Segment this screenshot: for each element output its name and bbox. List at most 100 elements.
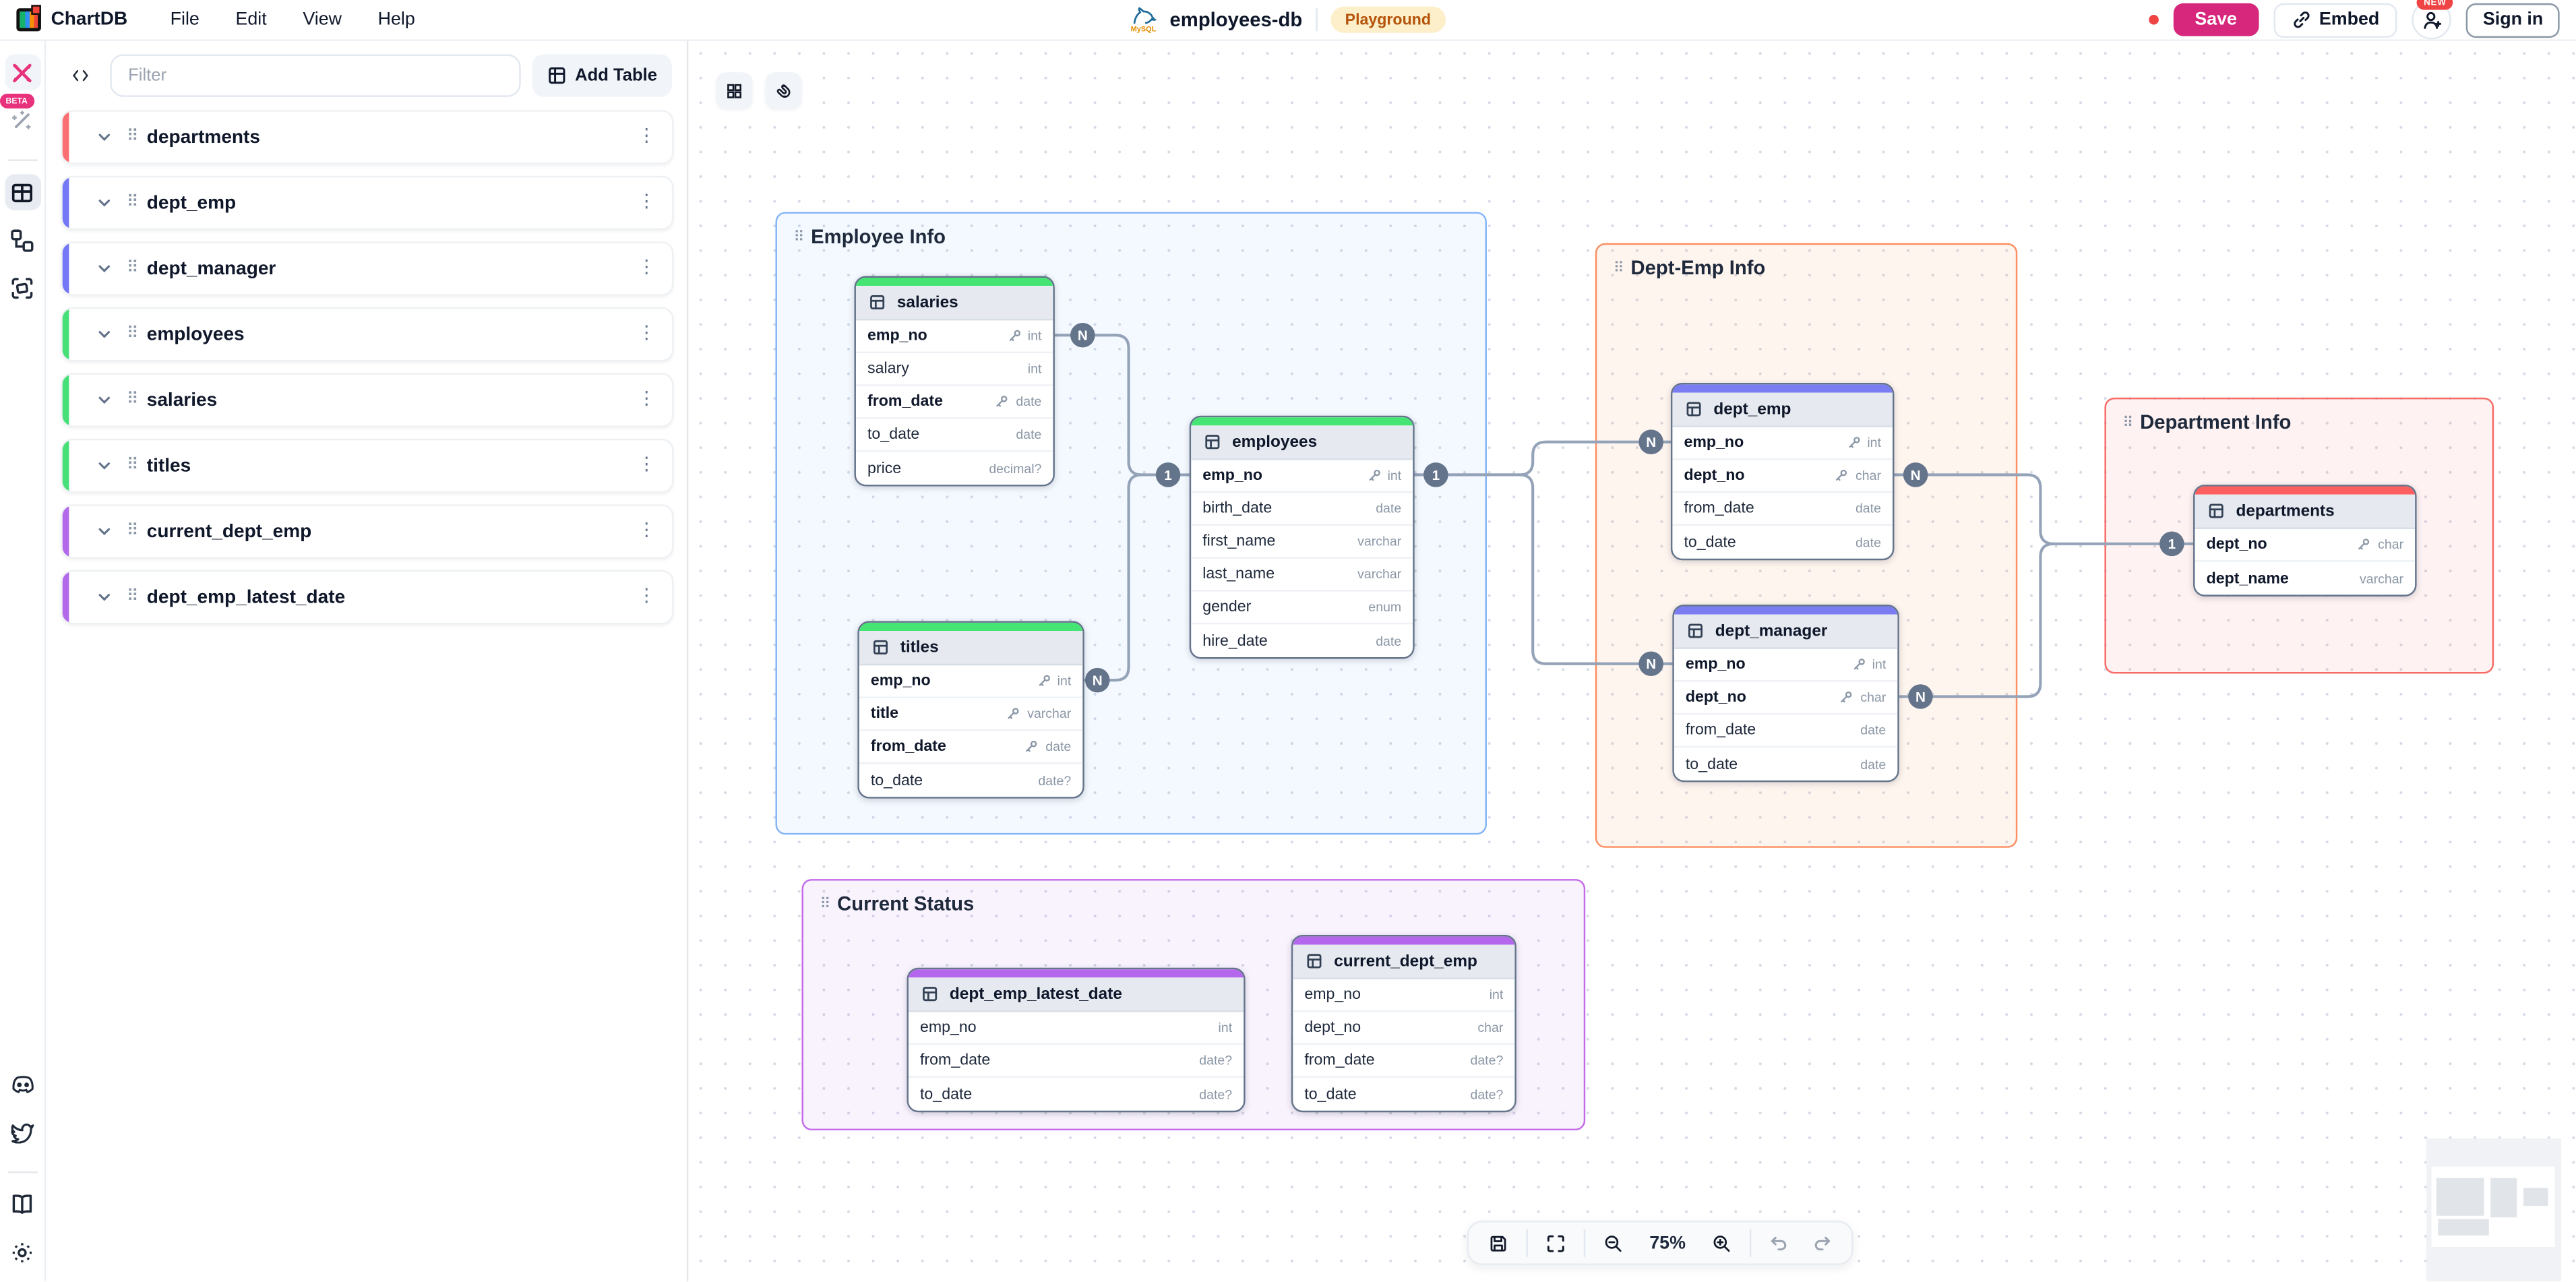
column-row[interactable]: price decimal?: [856, 452, 1053, 485]
column-row[interactable]: to_date date: [1672, 526, 1893, 559]
column-row[interactable]: from_date date?: [1293, 1045, 1515, 1078]
column-row[interactable]: birth_date date: [1191, 493, 1413, 526]
drag-handle-icon[interactable]: ⠿: [126, 588, 139, 607]
expand-chevron[interactable]: [90, 387, 117, 413]
table-menu-button[interactable]: ⋮: [637, 257, 656, 278]
zoom-in-button[interactable]: [1702, 1224, 1742, 1262]
column-row[interactable]: from_date date: [1672, 493, 1893, 526]
dependencies-panel-button[interactable]: [4, 270, 40, 306]
table-menu-button[interactable]: ⋮: [637, 455, 656, 475]
expand-chevron[interactable]: [90, 255, 117, 282]
code-view-toggle[interactable]: [63, 57, 99, 94]
ai-assistant-button[interactable]: BETA: [0, 93, 40, 138]
column-row[interactable]: to_date date: [1674, 747, 1898, 781]
table-list-item[interactable]: ⠿ current_dept_emp ⋮: [61, 504, 674, 559]
table-menu-button[interactable]: ⋮: [637, 389, 656, 409]
column-row[interactable]: dept_no char: [1293, 1012, 1515, 1045]
table-list-item[interactable]: ⠿ employees ⋮: [61, 307, 674, 362]
discord-button[interactable]: [4, 1066, 40, 1103]
table-header[interactable]: dept_emp: [1672, 392, 1893, 427]
table-menu-button[interactable]: ⋮: [637, 192, 656, 212]
column-row[interactable]: from_date date?: [908, 1045, 1244, 1078]
menu-help[interactable]: Help: [377, 9, 415, 30]
zoom-out-button[interactable]: [1593, 1224, 1633, 1262]
fit-view-button[interactable]: [1536, 1224, 1576, 1262]
column-row[interactable]: dept_no char: [1672, 460, 1893, 493]
column-row[interactable]: last_name varchar: [1191, 559, 1413, 592]
table-node-dept_emp[interactable]: dept_emp emp_no int dept_no char from_da…: [1670, 382, 1895, 561]
table-menu-button[interactable]: ⋮: [637, 126, 656, 146]
table-list-item[interactable]: ⠿ dept_emp_latest_date ⋮: [61, 570, 674, 625]
table-node-titles[interactable]: titles emp_no int title varchar from_dat…: [857, 621, 1084, 799]
column-row[interactable]: emp_no int: [855, 320, 1053, 354]
column-row[interactable]: to_date date?: [859, 764, 1083, 797]
table-menu-button[interactable]: ⋮: [637, 586, 656, 607]
table-header[interactable]: employees: [1191, 425, 1413, 460]
table-node-salaries[interactable]: salaries emp_no int salary int from_date…: [854, 276, 1055, 487]
expand-chevron[interactable]: [90, 584, 117, 611]
column-row[interactable]: from_date date: [1674, 714, 1898, 748]
column-row[interactable]: gender enum: [1191, 592, 1413, 625]
drag-handle-icon[interactable]: ⠿: [793, 227, 804, 244]
column-row[interactable]: to_date date: [855, 419, 1053, 452]
table-list-item[interactable]: ⠿ departments ⋮: [61, 110, 674, 164]
undo-button[interactable]: [1760, 1224, 1800, 1262]
column-row[interactable]: emp_no int: [908, 1012, 1244, 1045]
table-node-dept_emp_latest_date[interactable]: dept_emp_latest_date emp_no int from_dat…: [907, 967, 1246, 1113]
docs-button[interactable]: [4, 1186, 40, 1223]
zoom-level[interactable]: 75%: [1649, 1233, 1686, 1253]
table-list-item[interactable]: ⠿ salaries ⋮: [61, 373, 674, 427]
drag-handle-icon[interactable]: ⠿: [2122, 413, 2133, 430]
drag-handle-icon[interactable]: ⠿: [126, 128, 139, 146]
table-node-current_dept_emp[interactable]: current_dept_emp emp_no int dept_no char…: [1291, 934, 1516, 1113]
menu-view[interactable]: View: [303, 9, 342, 30]
settings-button[interactable]: [4, 1234, 40, 1271]
drag-handle-icon[interactable]: ⠿: [126, 456, 139, 475]
column-row[interactable]: first_name varchar: [1191, 526, 1413, 559]
tables-panel-button[interactable]: [4, 174, 40, 210]
table-header[interactable]: dept_manager: [1674, 614, 1898, 649]
table-header[interactable]: current_dept_emp: [1293, 944, 1515, 979]
table-list-item[interactable]: ⠿ titles ⋮: [61, 438, 674, 493]
expand-chevron[interactable]: [90, 322, 117, 348]
minimap[interactable]: [2426, 1138, 2562, 1282]
relationships-panel-button[interactable]: [4, 222, 40, 258]
drag-handle-icon[interactable]: ⠿: [126, 391, 139, 409]
column-row[interactable]: salary int: [855, 353, 1053, 386]
table-header[interactable]: departments: [2195, 494, 2416, 529]
drag-handle-icon[interactable]: ⠿: [820, 894, 830, 911]
column-row[interactable]: dept_no char: [1674, 682, 1898, 715]
column-row[interactable]: dept_name varchar: [2195, 562, 2416, 595]
chartdb-mark-button[interactable]: [4, 54, 40, 91]
column-row[interactable]: dept_no char: [2195, 529, 2416, 562]
column-row[interactable]: emp_no int: [1674, 649, 1898, 682]
table-header[interactable]: titles: [859, 631, 1083, 666]
drag-handle-icon[interactable]: ⠿: [1613, 258, 1624, 276]
drag-handle-icon[interactable]: ⠿: [126, 193, 139, 212]
table-header[interactable]: dept_emp_latest_date: [908, 977, 1244, 1012]
drag-handle-icon[interactable]: ⠿: [126, 260, 139, 278]
table-list-item[interactable]: ⠿ dept_emp ⋮: [61, 175, 674, 231]
column-row[interactable]: from_date date: [859, 731, 1083, 764]
drag-handle-icon[interactable]: ⠿: [126, 325, 139, 344]
invite-user-button[interactable]: NEW: [2412, 0, 2453, 40]
column-row[interactable]: emp_no int: [1672, 427, 1893, 460]
embed-button[interactable]: Embed: [2273, 2, 2398, 37]
column-row[interactable]: hire_date date: [1191, 624, 1413, 657]
table-header[interactable]: salaries: [855, 286, 1053, 321]
twitter-button[interactable]: [4, 1114, 40, 1151]
drag-handle-icon[interactable]: ⠿: [126, 522, 139, 541]
table-node-departments[interactable]: departments dept_no char dept_name varch…: [2193, 485, 2417, 597]
diagram-name[interactable]: employees-db: [1169, 8, 1303, 32]
sign-in-button[interactable]: Sign in: [2466, 2, 2560, 37]
table-menu-button[interactable]: ⋮: [637, 520, 656, 541]
layout-grid-button[interactable]: [716, 72, 753, 109]
save-diagram-button[interactable]: [1479, 1224, 1519, 1262]
expand-chevron[interactable]: [90, 518, 117, 545]
save-button[interactable]: Save: [2173, 3, 2259, 36]
table-node-employees[interactable]: employees emp_no int birth_date date fir…: [1189, 415, 1415, 659]
diagram-canvas[interactable]: ⠿Employee Info ⠿Dept-Emp Info ⠿Departmen…: [688, 40, 2576, 1282]
column-row[interactable]: emp_no int: [859, 665, 1083, 698]
expand-chevron[interactable]: [90, 190, 117, 216]
table-node-dept_manager[interactable]: dept_manager emp_no int dept_no char fro…: [1672, 605, 1899, 783]
